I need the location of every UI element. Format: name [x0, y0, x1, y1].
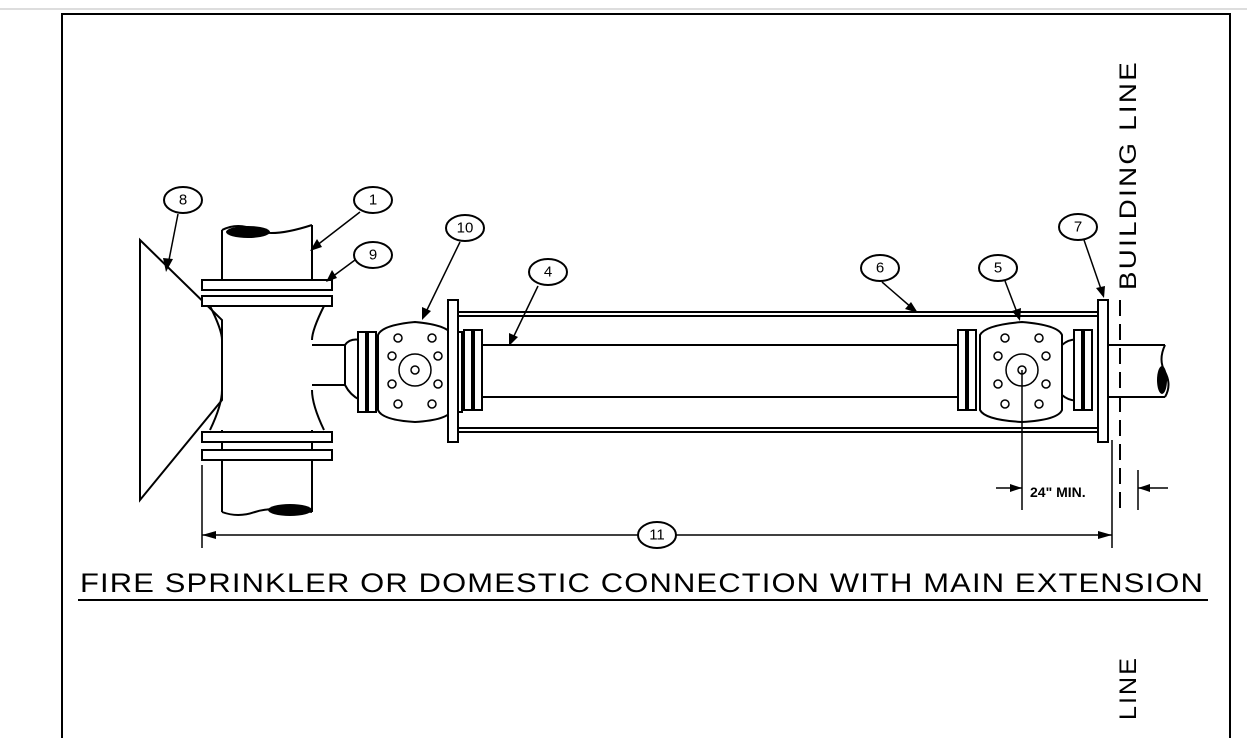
pipe-break-bottom	[268, 504, 312, 516]
callout-8: 8	[163, 186, 203, 214]
callout-9: 9	[353, 241, 393, 269]
pipe-break-top	[226, 226, 270, 238]
svg-text:5: 5	[994, 260, 1002, 277]
callout-4: 4	[528, 258, 568, 286]
svg-text:6: 6	[876, 260, 884, 277]
pipe-break-right	[1157, 366, 1167, 394]
svg-text:7: 7	[1074, 219, 1082, 236]
callout-1: 1	[353, 186, 393, 214]
drawing-border	[61, 13, 1231, 738]
svg-text:1: 1	[369, 192, 377, 209]
main-pipe	[221, 224, 313, 516]
tee-fitting	[201, 279, 345, 461]
svg-text:4: 4	[544, 264, 552, 281]
bottom-line-label: LINE	[1115, 656, 1142, 720]
building-line-label: BUILDING LINE	[1115, 60, 1142, 290]
callout-leaders	[163, 211, 1105, 346]
gate-valve-left	[344, 320, 463, 424]
callout-7: 7	[1058, 213, 1098, 241]
extension-pipe	[463, 329, 977, 411]
svg-text:9: 9	[369, 247, 377, 264]
svg-text:8: 8	[179, 192, 187, 209]
outgoing-pipe	[1108, 344, 1170, 398]
svg-text:10: 10	[457, 220, 474, 237]
callout-10: 10	[445, 214, 485, 242]
diagram-caption: FIRE SPRINKLER OR DOMESTIC CONNECTION WI…	[80, 568, 1204, 598]
min-distance-label: 24" MIN.	[1030, 484, 1086, 500]
callout-6: 6	[860, 254, 900, 282]
casing-sleeve	[447, 299, 1109, 443]
callout-11: 11	[637, 521, 677, 549]
min-distance-dimension: 24" MIN.	[996, 370, 1168, 510]
svg-text:11: 11	[649, 527, 665, 544]
thrust-block	[139, 237, 223, 503]
gate-valve-right	[979, 320, 1093, 424]
overall-dimension	[201, 440, 1113, 548]
callout-5: 5	[978, 254, 1018, 282]
